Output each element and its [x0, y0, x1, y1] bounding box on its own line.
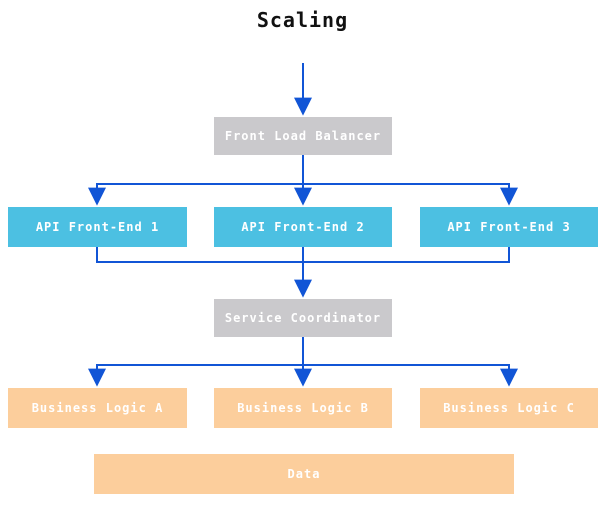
arrow-load-balancer-to-api-3 [303, 183, 518, 206]
node-business-logic-b: Business Logic B [214, 388, 392, 428]
arrow-coordinator-to-logic-a [88, 364, 303, 387]
node-api-front-end-2: API Front-End 2 [214, 207, 392, 247]
node-front-load-balancer: Front Load Balancer [214, 117, 392, 155]
node-service-coordinator: Service Coordinator [214, 299, 392, 337]
node-data: Data [94, 454, 514, 494]
node-business-logic-a: Business Logic A [8, 388, 187, 428]
arrow-coordinator-to-logic-c [303, 364, 518, 387]
node-business-logic-c: Business Logic C [420, 388, 598, 428]
node-api-front-end-1: API Front-End 1 [8, 207, 187, 247]
arrow-load-balancer-to-api-1 [88, 183, 303, 206]
line-api-1-to-join [96, 247, 303, 263]
diagram-title: Scaling [256, 8, 349, 32]
node-api-front-end-3: API Front-End 3 [420, 207, 598, 247]
line-api-3-to-join [303, 247, 510, 263]
